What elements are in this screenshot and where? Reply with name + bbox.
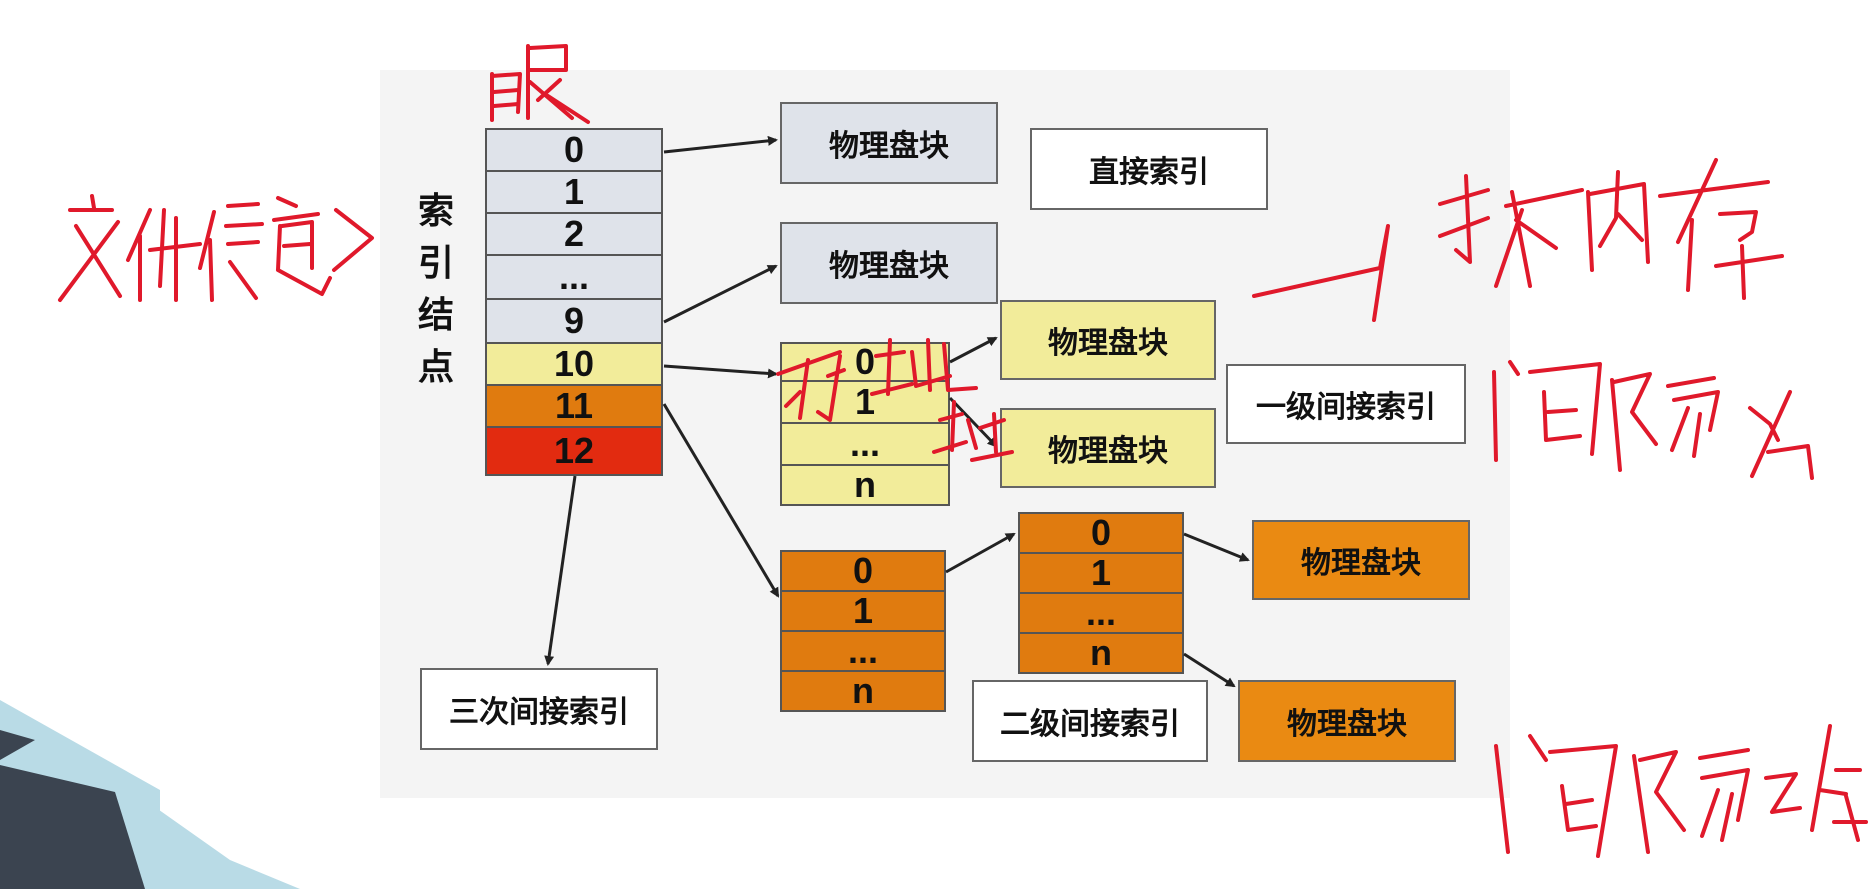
double-indirect-entry: 0: [1018, 512, 1184, 554]
index-entry: 10: [485, 342, 663, 386]
index-entry: 9: [485, 298, 663, 344]
double-indirect-label: 二级间接索引: [972, 680, 1208, 762]
arrow: [544, 475, 577, 666]
index-node-label-char: 索: [417, 191, 454, 232]
arrow: [663, 135, 778, 154]
annotation-two-layers: [1494, 724, 1868, 858]
physical-block: 物理盘块: [1238, 680, 1456, 762]
index-node-label-char: 引: [417, 243, 454, 284]
annotation-expand-memory: [1252, 158, 1784, 322]
annotation-one-layer: [1492, 360, 1814, 480]
physical-block: 物理盘块: [1252, 520, 1470, 600]
arrow: [945, 532, 1016, 574]
physical-block: 物理盘块: [780, 102, 998, 184]
index-node-label: 索 引 结 点: [412, 186, 460, 394]
index-entry: 12: [485, 426, 663, 476]
direct-index-label: 直接索引: [1030, 128, 1268, 210]
arrow: [663, 364, 778, 379]
single-indirect-entry: n: [780, 464, 950, 506]
arrow: [949, 336, 998, 364]
double-indirect-entry: n: [780, 670, 946, 712]
double-indirect-entry: 1: [780, 590, 946, 632]
single-indirect-label: 一级间接索引: [1226, 364, 1466, 444]
index-entry: ...: [485, 254, 663, 300]
double-indirect-entry: ...: [1018, 592, 1184, 634]
arrow: [948, 396, 998, 448]
index-entry: 11: [485, 384, 663, 428]
single-indirect-entry: 1: [780, 380, 950, 424]
index-node-label-char: 结: [417, 295, 454, 336]
annotation-file-info: [58, 194, 374, 302]
index-node-label-char: 点: [417, 347, 454, 388]
triple-indirect-label: 三次间接索引: [420, 668, 658, 750]
arrow: [1183, 532, 1250, 562]
arrow: [1183, 652, 1236, 688]
double-indirect-entry: n: [1018, 632, 1184, 674]
annotation-store-address: [776, 338, 1014, 462]
index-entry: 0: [485, 128, 663, 172]
physical-block: 物理盘块: [1000, 408, 1216, 488]
arrow: [663, 264, 778, 324]
annotation-above-table: [490, 44, 590, 124]
index-entry: 2: [485, 212, 663, 256]
physical-block: 物理盘块: [1000, 300, 1216, 380]
physical-block: 物理盘块: [780, 222, 998, 304]
arrow: [662, 403, 780, 598]
